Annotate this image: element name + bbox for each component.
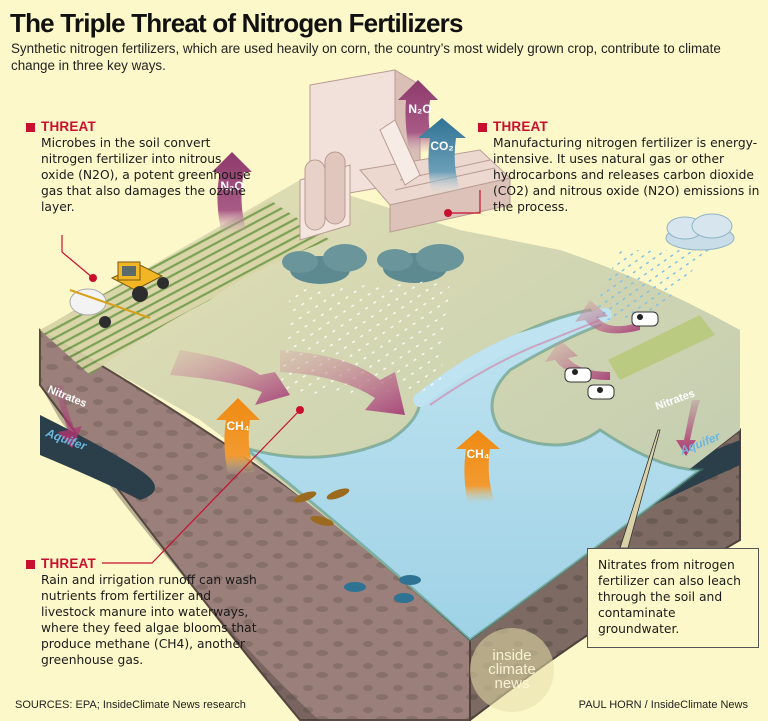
livestock-arrow-2 <box>545 340 610 380</box>
threat-marker-icon <box>26 559 35 569</box>
threat-text: Rain and irrigation runoff can wash nutr… <box>41 573 257 667</box>
co2-arrow-factory: CO₂ <box>418 118 466 195</box>
leader-line-field <box>61 235 94 279</box>
runoff-arrow-1 <box>170 350 290 405</box>
livestock-arrow-1 <box>575 300 640 334</box>
leader-line-runoff <box>102 409 301 564</box>
insideclimate-watermark: inside climate news <box>470 628 554 712</box>
svg-text:CH₄: CH₄ <box>226 419 249 433</box>
threat-marker-icon <box>26 122 35 132</box>
storm-cloud-icon <box>282 244 464 284</box>
sources-credit: SOURCES: EPA; InsideClimate News researc… <box>15 699 246 711</box>
author-credit: PAUL HORN / InsideClimate News <box>578 699 748 711</box>
leader-line-factory <box>448 190 481 214</box>
nitrates-arrow-left <box>55 385 82 448</box>
fish-icon <box>293 488 350 526</box>
cow-icon <box>564 311 659 400</box>
ch4-arrow-left: CH₄ <box>216 398 260 475</box>
threat-text: Microbes in the soil convert nitrogen fe… <box>41 136 251 214</box>
ch4-arrow-right: CH₄ <box>456 430 500 504</box>
crop-field <box>40 200 330 375</box>
soil-left-face <box>39 328 471 721</box>
threat-heading: THREAT <box>41 119 96 134</box>
threat-marker-icon <box>478 122 487 132</box>
threat-callout-manufacturing: THREAT Manufacturing nitrogen fertilizer… <box>478 119 768 215</box>
svg-text:CO₂: CO₂ <box>430 139 453 153</box>
threat-callout-runoff: THREAT Rain and irrigation runoff can wa… <box>26 556 266 668</box>
svg-text:N₂O: N₂O <box>220 179 243 193</box>
nitrates-arrow-right <box>676 400 700 456</box>
page-title: The Triple Threat of Nitrogen Fertilizer… <box>10 8 463 38</box>
threat-callout-soil: THREAT Microbes in the soil convert nitr… <box>26 119 256 215</box>
groundwater-note: Nitrates from nitrogen fertilizer can al… <box>587 548 759 648</box>
tractor-icon <box>69 261 169 328</box>
threat-heading: THREAT <box>41 556 96 571</box>
rain-cloud-icon <box>665 213 735 251</box>
svg-text:N₂O: N₂O <box>408 102 431 116</box>
threat-text: Manufacturing nitrogen fertilizer is ene… <box>493 136 760 214</box>
runoff-arrow-2 <box>280 350 405 415</box>
pasture-grass <box>608 315 715 380</box>
page-subtitle: Synthetic nitrogen fertilizers, which ar… <box>11 41 721 73</box>
svg-text:CH₄: CH₄ <box>466 447 489 461</box>
n2o-arrow-field: N₂O <box>212 152 252 235</box>
threat-heading: THREAT <box>493 119 548 134</box>
